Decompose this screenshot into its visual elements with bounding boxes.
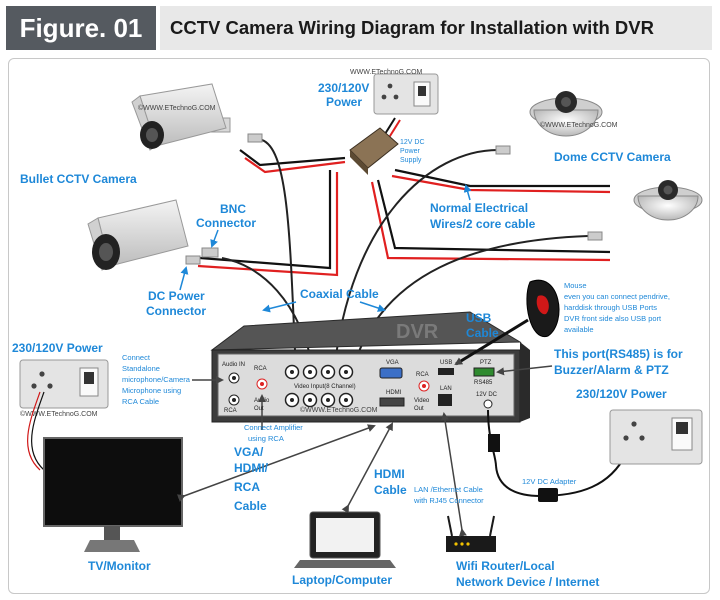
- hdmi-cable-label-1: HDMI: [374, 467, 405, 481]
- video-input-label: Video Input(8 Channel): [294, 384, 356, 390]
- bullet-camera-label: Bullet CCTV Camera: [20, 172, 137, 186]
- mic-note-4: Microphone using: [122, 386, 181, 395]
- mouse: [526, 279, 560, 337]
- usb-cable-label-2: Cable: [466, 326, 499, 340]
- laptop: [294, 511, 396, 568]
- watermark-bullet-1: ©WWW.ETechnoG.COM: [138, 104, 216, 112]
- wall-socket-left: [19, 359, 109, 409]
- power-right-label: 230/120V Power: [576, 387, 667, 401]
- rca-label-audio: RCA: [254, 366, 267, 372]
- tv-monitor: [43, 437, 183, 552]
- video-input-ports: [284, 364, 354, 408]
- vga-label: VGA: [386, 360, 399, 366]
- hdmi-label: HDMI: [386, 390, 402, 396]
- vga-hdmi-rca-2: HDMI/: [234, 461, 269, 475]
- power-supply: [349, 127, 399, 175]
- coaxial-cable-label: Coaxial Cable: [300, 287, 379, 301]
- audio-in-label: Audio IN: [222, 362, 245, 368]
- vga-hdmi-rca-4: Cable: [234, 499, 267, 513]
- power-supply-label-2: Power: [400, 148, 421, 155]
- mic-note-2: Standalone: [122, 364, 160, 373]
- page-title: CCTV Camera Wiring Diagram for Installat…: [160, 6, 712, 50]
- mic-note-3: microphone/Camera: [122, 375, 191, 384]
- rs485-note-2: Buzzer/Alarm & PTZ: [554, 363, 669, 377]
- mic-note-5: RCA Cable: [122, 397, 159, 406]
- hdmi-cable-label-2: Cable: [374, 483, 407, 497]
- bullet-camera-1: [131, 83, 263, 151]
- rca-label-left: RCA: [224, 408, 237, 414]
- dc-port-label: 12V DC: [476, 392, 498, 398]
- bullet-camera-2: [87, 199, 219, 271]
- rs485-label: RS485: [474, 380, 493, 386]
- rs485-note-1: This port(RS485) is for: [554, 347, 683, 361]
- normal-wires-label-2: Wires/2 core cable: [430, 217, 536, 231]
- dome-camera-1: [495, 91, 603, 155]
- bnc-label-1: BNC: [220, 202, 246, 216]
- audio-out-label-2: Out: [254, 406, 264, 412]
- router-label-2: Network Device / Internet: [456, 575, 599, 589]
- header: Figure. 01 CCTV Camera Wiring Diagram fo…: [0, 0, 720, 58]
- wall-socket-right: [609, 409, 703, 465]
- bnc-label-2: Connector: [196, 216, 256, 230]
- laptop-label: Laptop/Computer: [292, 573, 392, 587]
- diagram-frame: [8, 58, 710, 594]
- power-supply-label-1: 12V DC: [400, 139, 425, 146]
- lan-label: LAN: [440, 386, 452, 392]
- mouse-note-2: even you can connect pendrive,: [564, 292, 670, 301]
- dvr-unit: [210, 311, 530, 423]
- usb-label: USB: [440, 360, 452, 366]
- amplifier-note-2: using RCA: [248, 434, 284, 443]
- watermark-top: WWW.ETechnoG.COM: [350, 69, 423, 76]
- tv-monitor-label: TV/Monitor: [88, 559, 151, 573]
- dc-adapter-label: 12V DC Adapter: [522, 477, 577, 486]
- video-out-label-1: Video: [414, 398, 430, 404]
- router-label-1: Wifi Router/Local: [456, 559, 555, 573]
- normal-wires-label-1: Normal Electrical: [430, 201, 528, 215]
- mouse-note-5: available: [564, 325, 594, 334]
- figure-label: Figure. 01: [6, 6, 156, 50]
- dome-camera-2: [587, 180, 703, 241]
- vga-hdmi-rca-3: RCA: [234, 480, 260, 494]
- lan-note-1: LAN /Ethernet Cable: [414, 485, 483, 494]
- dvr-name: DVR: [396, 321, 439, 343]
- power-top-label-1: 230/120V: [318, 81, 369, 95]
- mouse-note-1: Mouse: [564, 281, 587, 290]
- mouse-note-3: harddisk through USB Ports: [564, 303, 657, 312]
- usb-cable-label-1: USB: [466, 311, 492, 325]
- dc-power-connector-label-2: Connector: [146, 304, 206, 318]
- power-supply-label-3: Supply: [400, 157, 422, 164]
- mouse-note-4: DVR front side also USB port: [564, 314, 662, 323]
- watermark-dome: ©WWW.ETechnoG.COM: [540, 121, 618, 129]
- ptz-label: PTZ: [480, 360, 492, 366]
- lan-note-2: with RJ45 Connector: [413, 496, 484, 505]
- amplifier-note-1: Connect Amplifier: [244, 423, 303, 432]
- rca-label-video: RCA: [416, 372, 429, 378]
- mic-note-1: Connect: [122, 353, 151, 362]
- vga-hdmi-rca-1: VGA/: [234, 445, 264, 459]
- video-out-label-2: Out: [414, 406, 424, 412]
- wall-socket-top: [373, 73, 439, 115]
- watermark-left: ©WWW.ETechnoG.COM: [20, 410, 98, 418]
- dome-camera-label: Dome CCTV Camera: [554, 150, 671, 164]
- power-top-label-2: Power: [326, 95, 362, 109]
- dc-power-connector-label-1: DC Power: [148, 289, 205, 303]
- watermark-dvr: ©WWW.ETechnoG.COM: [300, 406, 378, 414]
- power-left-label: 230/120V Power: [12, 341, 103, 355]
- router: [446, 515, 496, 552]
